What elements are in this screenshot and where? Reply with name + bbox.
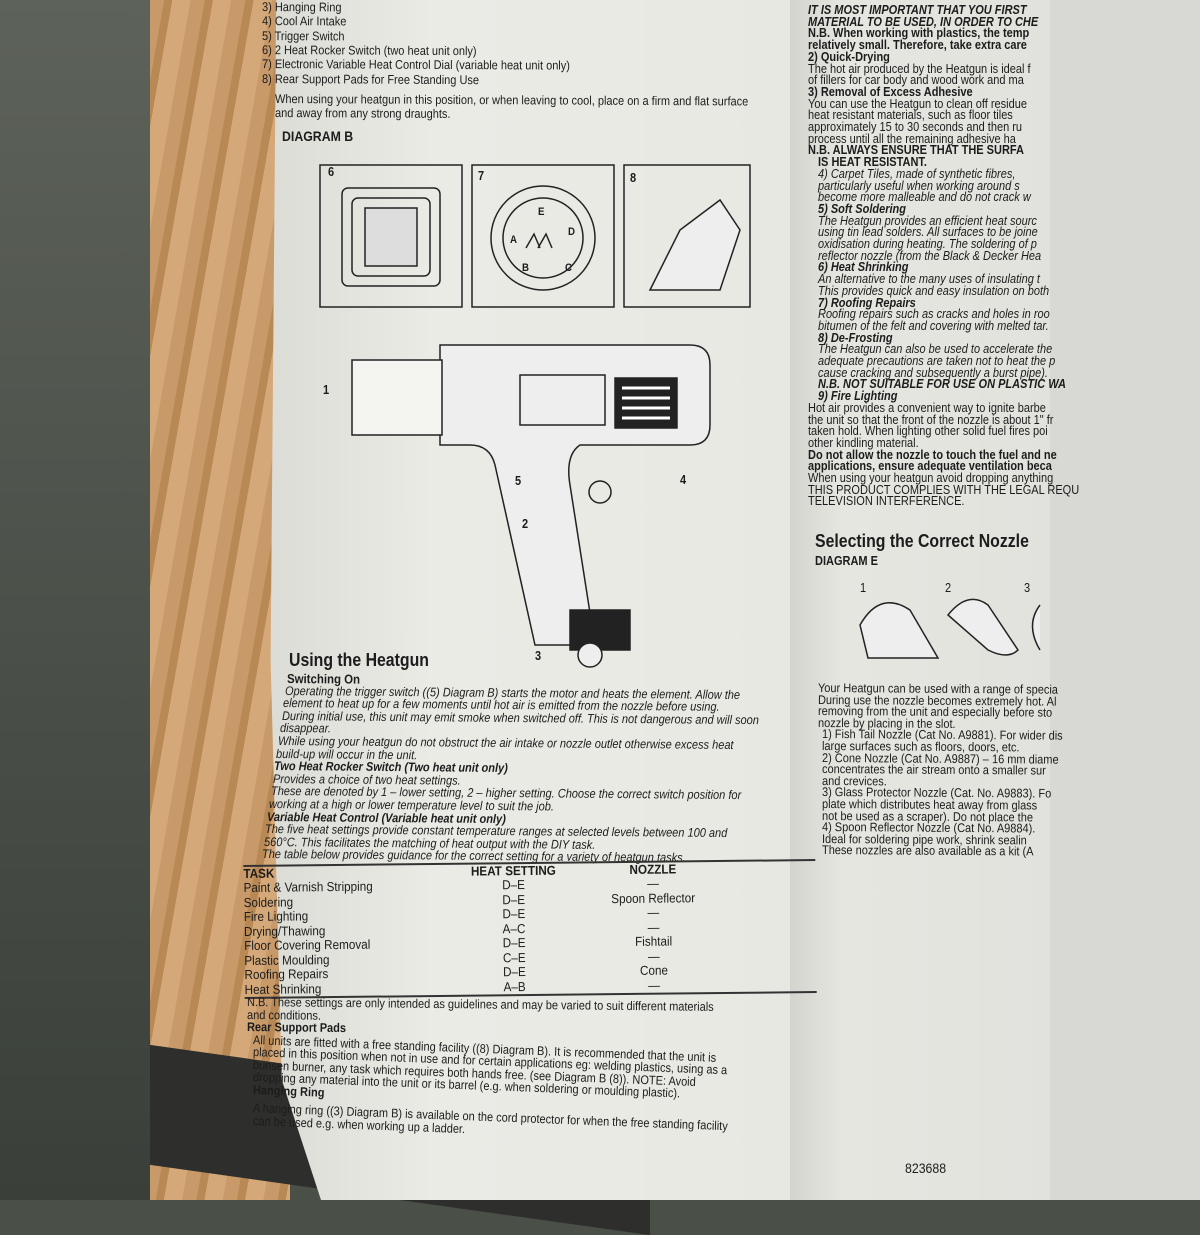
parts-list-item: 8) Rear Support Pads for Free Standing U…	[261, 71, 480, 87]
application-line: N.B. NOT SUITABLE FOR USE ON PLASTIC WA	[818, 377, 1066, 392]
application-line: the unit so that the front of the nozzle…	[808, 412, 1054, 427]
application-line: heat resistant materials, such as floor …	[808, 108, 1013, 123]
application-line: The Heatgun can also be used to accelera…	[818, 342, 1053, 357]
application-line: 4) Carpet Tiles, made of synthetic fibre…	[818, 166, 1016, 181]
nozzle-cell: —	[648, 977, 661, 993]
label-8: 8	[630, 171, 637, 185]
callout-4: 4	[680, 473, 687, 487]
application-line: relatively small. Therefore, take extra …	[808, 38, 1027, 53]
note-line: Hanging Ring	[252, 1082, 325, 1100]
background-surface	[0, 0, 150, 1200]
dial-letter-b: B	[522, 262, 529, 274]
panel-rear-support	[623, 164, 751, 308]
heatgun-diagram	[319, 164, 751, 668]
application-line: 7) Roofing Repairs	[818, 295, 916, 310]
nozzle-label-2: 2	[945, 581, 952, 595]
application-line: process until all the remaining adhesive…	[808, 131, 1016, 146]
application-line: Hot air provides a convenient way to ign…	[808, 400, 1046, 415]
application-line: oxidisation during heating. The solderin…	[818, 237, 1037, 251]
application-line: Do not allow the nozzle to touch the fue…	[808, 447, 1057, 462]
glass-protector-nozzle-icon	[1031, 604, 1041, 651]
wooden-table	[150, 0, 290, 1200]
parts-list-item: 4) Cool Air Intake	[261, 14, 347, 29]
application-line: N.B. When working with plastics, the tem…	[808, 26, 1030, 41]
application-line: of fillers for car body and wood work an…	[808, 73, 1024, 88]
application-line: When using your heatgun avoid dropping a…	[808, 471, 1054, 485]
parts-note-line: and away from any strong draughts.	[274, 106, 451, 122]
application-line: approximately 15 to 30 seconds and then …	[808, 120, 1023, 134]
callout-3: 3	[535, 649, 542, 663]
application-line: The hot air produced by the Heatgun is i…	[808, 61, 1031, 76]
application-line: taken hold. When lighting other solid fu…	[808, 424, 1048, 439]
application-line: N.B. ALWAYS ENSURE THAT THE SURFA	[808, 143, 1024, 158]
application-line: reflector nozzle (from the Black & Decke…	[818, 248, 1042, 263]
nozzle-line: These nozzles are also available as a ki…	[821, 843, 1034, 859]
diagram-e-title: DIAGRAM E	[815, 554, 878, 568]
dial-letter-e: E	[538, 206, 545, 218]
application-line: using tin lead solders. All surfaces to …	[818, 225, 1038, 240]
heat-setting-cell: A–B	[503, 978, 526, 994]
callout-1: 1	[323, 383, 330, 397]
application-line: MATERIAL TO BE USED, IN ORDER TO CHE	[808, 14, 1039, 29]
heatgun-body	[351, 344, 711, 668]
application-line: 8) De-Frosting	[818, 330, 893, 345]
application-line: 3) Removal of Excess Adhesive	[808, 84, 973, 99]
parts-list-item: 5) Trigger Switch	[261, 28, 345, 44]
application-line: cause cracking and subsequently a burst …	[818, 365, 1048, 380]
panel-heat-dial	[471, 164, 615, 308]
application-line: other kindling material.	[808, 435, 919, 450]
dial-letter-d: D	[568, 226, 575, 238]
application-line: adequate precautions are taken not to he…	[818, 354, 1056, 368]
application-line: 2) Quick-Drying	[808, 49, 890, 64]
dial-letter-c: C	[565, 262, 572, 274]
application-line: 9) Fire Lighting	[818, 389, 898, 404]
nozzle-label-3: 3	[1024, 581, 1031, 595]
application-line: applications, ensure adequate ventilatio…	[808, 459, 1052, 474]
diagram-b-title: DIAGRAM B	[282, 128, 354, 144]
parts-list-item: 6) 2 Heat Rocker Switch (two heat unit o…	[261, 42, 477, 59]
application-line: The Heatgun provides an efficient heat s…	[818, 213, 1037, 228]
application-line: IS HEAT RESISTANT.	[818, 155, 927, 170]
parts-list-item: 3) Hanging Ring	[261, 0, 342, 15]
manual-page-right	[790, 0, 1050, 1200]
application-line: become more malleable and do not crack w	[818, 190, 1031, 205]
panel-rocker-switch	[319, 164, 463, 308]
application-line: TELEVISION INTERFERENCE.	[808, 494, 965, 509]
application-line: IT IS MOST IMPORTANT THAT YOU FIRST	[808, 3, 1027, 17]
cone-nozzle-icon	[946, 598, 1019, 656]
callout-2: 2	[522, 517, 529, 531]
nozzle-drawings	[859, 598, 1041, 659]
callout-5: 5	[515, 474, 522, 488]
nozzle-section-title: Selecting the Correct Nozzle	[815, 531, 1029, 551]
nozzle-label-1: 1	[860, 581, 867, 595]
label-6: 6	[328, 165, 335, 179]
background-right	[1050, 0, 1200, 1200]
application-line: Roofing repairs such as cracks and holes…	[818, 307, 1050, 322]
page-code: 823688	[905, 1160, 947, 1176]
using-heatgun-title: Using the Heatgun	[289, 650, 429, 670]
label-7: 7	[478, 169, 485, 183]
application-line: This provides quick and easy insulation …	[818, 283, 1050, 298]
fishtail-nozzle-icon	[859, 602, 940, 659]
application-line: bitumen of the felt and covering with me…	[818, 318, 1049, 333]
application-line: You can use the Heatgun to clean off res…	[808, 96, 1027, 111]
application-line: 5) Soft Soldering	[818, 201, 906, 216]
parts-list-item: 7) Electronic Variable Heat Control Dial…	[261, 57, 570, 73]
dial-letter-a: A	[510, 234, 517, 246]
application-line: THIS PRODUCT COMPLIES WITH THE LEGAL REQ…	[808, 482, 1080, 497]
application-line: An alternative to the many uses of insul…	[818, 272, 1040, 287]
application-line: particularly useful when working around …	[818, 178, 1020, 193]
application-line: 6) Heat Shrinking	[818, 260, 909, 275]
